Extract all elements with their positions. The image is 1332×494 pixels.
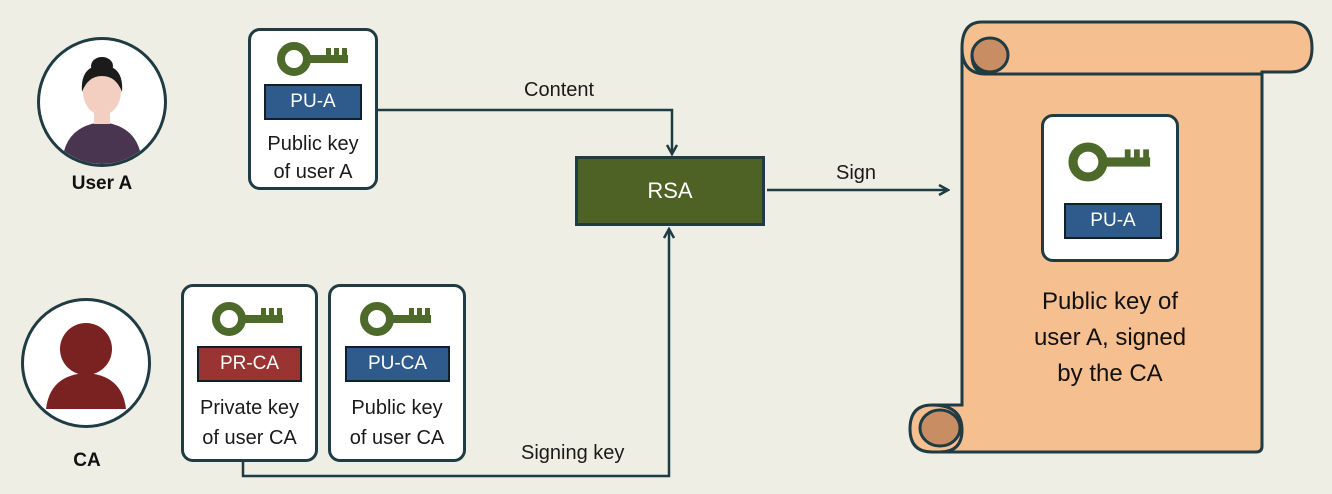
user-a-avatar	[37, 37, 167, 167]
ca-private-key-text-line2: of user CA	[202, 427, 297, 449]
ca-public-key-text-line2: of user CA	[349, 427, 445, 449]
certificate-text-line2: user A, signed	[1033, 324, 1187, 351]
ca-private-key-card: PR-CA Private key of user CA	[181, 284, 318, 462]
user-a-public-key-card: PU-A Public key of user A	[248, 28, 378, 190]
ca-public-key-text-line1: Public key	[351, 397, 443, 419]
key-icon	[212, 302, 283, 336]
ca-private-key-text-line1: Private key	[200, 397, 299, 419]
woman-user-icon	[62, 57, 142, 164]
ca-avatar	[21, 298, 151, 428]
content-label: Content	[524, 79, 595, 101]
ca-label: CA	[73, 450, 101, 471]
rsa-label: RSA	[647, 178, 693, 203]
key-icon	[1068, 142, 1151, 182]
user-a-public-key-text-line2: of user A	[273, 161, 353, 183]
ca-public-key-card: PU-CA Public key of user CA	[328, 284, 466, 462]
sign-label: Sign	[836, 162, 877, 184]
user-a-label: User A	[71, 173, 133, 194]
rsa-box: RSA	[575, 156, 765, 226]
certificate-pu-a-badge: PU-A	[1064, 203, 1162, 239]
certificate-text-line1: Public key of	[1041, 288, 1179, 315]
pr-ca-badge: PR-CA	[197, 346, 302, 382]
key-icon	[277, 42, 348, 76]
certificate-text-line3: by the CA	[1057, 360, 1163, 387]
certificate-text: Public key of user A, signed by the CA	[990, 284, 1230, 392]
user-a-public-key-text-line1: Public key	[267, 133, 359, 155]
key-icon	[360, 302, 431, 336]
person-icon	[46, 323, 126, 409]
pu-ca-badge: PU-CA	[345, 346, 450, 382]
signing-key-connector	[241, 229, 669, 478]
pu-a-badge: PU-A	[264, 84, 362, 120]
content-connector	[378, 108, 672, 154]
certificate-key-card: PU-A	[1041, 114, 1179, 262]
signing-key-label: Signing key	[521, 442, 625, 464]
